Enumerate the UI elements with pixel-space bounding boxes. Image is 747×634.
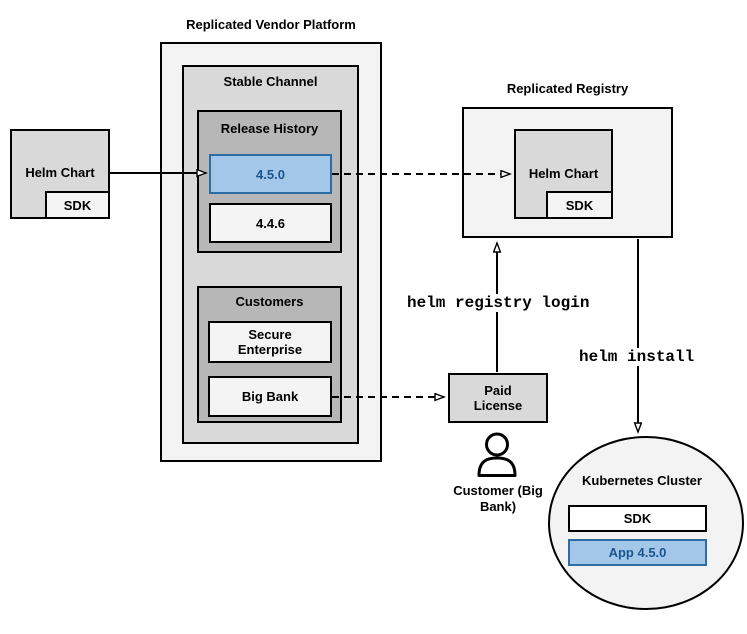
release-history-label: Release History [220,121,319,136]
command-helm-install: helm install [576,348,698,366]
helm-chart-source-sdk-label: SDK [63,197,92,213]
cluster-sdk-label: SDK [623,511,652,526]
registry-helm-chart-label: Helm Chart [528,166,599,181]
customer-actor-label: Customer (Big Bank) [453,483,543,514]
customer-big-bank-label: Big Bank [241,389,299,404]
cluster-label: Kubernetes Cluster [582,473,702,488]
registry-sdk-label: SDK [565,197,594,213]
release-450-box: 4.5.0 [209,154,332,194]
platform-title: Replicated Vendor Platform [186,17,356,32]
registry-title: Replicated Registry [506,81,629,96]
release-450-label: 4.5.0 [256,166,285,182]
customer-secure-enterprise-label: Secure Enterprise [237,327,303,357]
paid-license-box: Paid License [448,373,548,423]
release-446-label: 4.4.6 [256,215,285,231]
command-helm-registry-login: helm registry login [404,294,593,312]
cluster-app-box: App 4.5.0 [568,539,707,566]
stable-channel-label: Stable Channel [223,74,318,89]
customers-label: Customers [235,294,304,309]
cluster-app-label: App 4.5.0 [608,545,667,560]
registry-sdk-box: SDK [546,191,613,219]
release-446-box: 4.4.6 [209,203,332,243]
helm-chart-source-label: Helm Chart [25,165,95,180]
paid-license-label: Paid License [473,383,523,413]
person-icon [477,432,517,477]
helm-chart-source-sdk-box: SDK [45,191,110,219]
cluster-sdk-box: SDK [568,505,707,532]
customer-big-bank-box: Big Bank [208,376,332,417]
customer-secure-enterprise-box: Secure Enterprise [208,321,332,363]
